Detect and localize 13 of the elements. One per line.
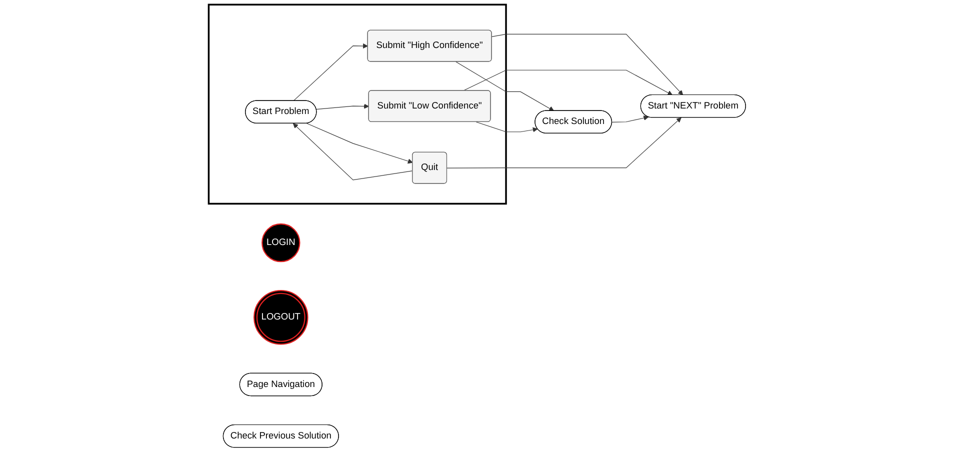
arrow <box>476 122 538 132</box>
cluster <box>208 4 507 205</box>
arrow <box>292 123 413 180</box>
arrow <box>306 123 413 164</box>
node-circle: LOGOUT <box>253 290 308 345</box>
arrow <box>293 43 368 102</box>
arrow <box>446 117 682 168</box>
node-circle: LOGIN <box>261 223 300 262</box>
arrow <box>462 70 672 96</box>
arrow <box>612 115 648 122</box>
arrow <box>491 34 683 96</box>
arrow <box>455 61 554 112</box>
arrow <box>316 104 369 110</box>
